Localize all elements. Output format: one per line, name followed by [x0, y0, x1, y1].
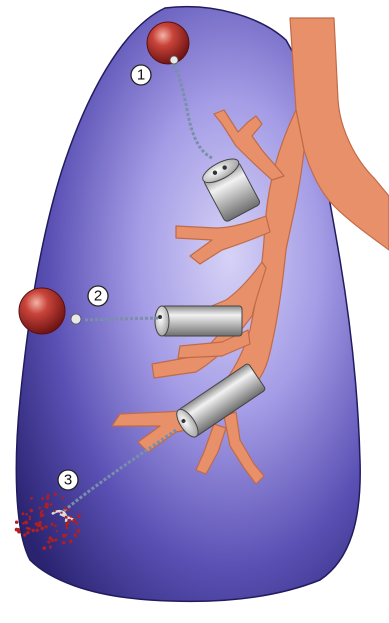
cell-dot	[54, 538, 57, 541]
scope-2-body	[162, 306, 242, 336]
marker-1-label: 1	[137, 67, 145, 84]
scope-2-cap	[155, 306, 169, 336]
marker-3: 3	[58, 470, 78, 490]
cell-dot	[65, 526, 68, 529]
cell-dot	[69, 519, 72, 522]
cell-dot	[51, 523, 54, 526]
cell-dot	[41, 510, 44, 513]
marker-2: 2	[88, 286, 108, 306]
cell-dot	[28, 527, 31, 530]
cell-dot	[60, 511, 62, 513]
cell-dot	[49, 547, 51, 549]
cell-dot	[44, 525, 47, 528]
cell-dot	[15, 520, 18, 523]
lesion-2	[19, 288, 65, 334]
cell-dot	[30, 497, 33, 500]
cell-dot	[77, 514, 81, 518]
cell-dot	[64, 534, 67, 537]
cell-dot	[54, 493, 57, 496]
cell-dot	[75, 522, 78, 525]
cell-dot	[56, 530, 58, 532]
cell-dot	[30, 509, 34, 513]
cell-dot	[26, 531, 29, 534]
scope-2-port	[158, 315, 162, 319]
cell-dot	[23, 533, 26, 536]
cell-dot	[47, 540, 50, 543]
cell-dot	[17, 530, 21, 534]
cell-dot	[40, 514, 43, 517]
cell-dot	[29, 516, 31, 518]
cell-dot	[29, 518, 31, 520]
cell-dot	[49, 503, 52, 506]
cell-dot	[42, 546, 46, 550]
marker-3-label: 3	[64, 472, 72, 489]
cell-dot	[70, 515, 72, 517]
cell-dot	[45, 503, 49, 507]
needle-2-tip	[71, 314, 81, 324]
cell-dot	[24, 521, 28, 525]
cell-dot	[61, 497, 63, 499]
scope-2-wire	[84, 318, 158, 320]
cell-dot	[69, 540, 72, 543]
cell-dot	[48, 536, 52, 540]
cell-dot	[62, 541, 65, 544]
marker-2-label: 2	[94, 288, 102, 305]
cell-dot	[41, 497, 44, 500]
cell-dot	[75, 535, 78, 538]
cell-dot	[65, 516, 68, 519]
cell-dot	[64, 507, 67, 510]
cell-dot	[66, 508, 69, 511]
needle-1-tip	[170, 56, 178, 64]
cell-dot	[40, 527, 44, 531]
cell-dot	[76, 529, 80, 533]
cell-dot	[31, 529, 35, 533]
cell-dot	[25, 513, 28, 516]
cell-dot	[66, 521, 69, 524]
cell-dot	[38, 523, 42, 527]
lesion-1	[147, 22, 189, 64]
cell-dot	[54, 525, 57, 528]
marker-1: 1	[131, 65, 151, 85]
cell-dot	[39, 507, 42, 510]
cell-dot	[36, 529, 39, 532]
cell-dot	[22, 522, 24, 524]
cell-dot	[73, 519, 75, 521]
cell-dot	[21, 512, 24, 515]
cell-dot	[53, 510, 55, 512]
cell-dot	[47, 494, 50, 497]
